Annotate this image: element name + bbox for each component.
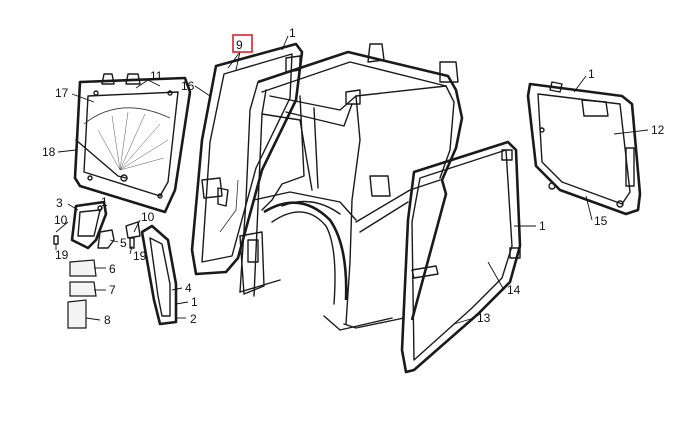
callout-14: 14 [507,283,521,297]
side-rear-window-part[interactable] [526,81,642,216]
callout-17: 17 [55,86,69,100]
callout-3: 3 [56,196,63,210]
callout-10-left: 10 [54,213,68,227]
callout-5: 5 [120,236,127,250]
callout-19-left: 19 [55,248,69,262]
callout-1-right-door: 1 [539,219,546,233]
right-door-part[interactable] [400,140,522,374]
lower-side-panel-part[interactable] [140,224,178,326]
callout-1-quarter: 1 [101,195,108,209]
callout-10-mid: 10 [141,210,155,224]
callout-1-side-window: 1 [588,67,595,81]
small-parts[interactable] [53,221,141,329]
callout-2: 2 [190,312,197,326]
cab-frame [201,43,464,331]
callout-6: 6 [109,262,116,276]
callout-1-panel: 1 [191,295,198,309]
callout-9-highlighted[interactable]: 9 [236,38,243,52]
callout-13: 13 [477,311,491,325]
callout-8: 8 [104,313,111,327]
callout-16: 16 [181,79,195,93]
callout-9-highlight-box [232,34,253,53]
callout-12: 12 [651,123,665,137]
callout-labels: 1 9 16 17 11 18 3 1 10 5 19 10 19 6 7 8 … [42,26,665,327]
quarter-glass-part[interactable] [70,200,108,250]
callout-15: 15 [594,214,608,228]
callout-4: 4 [185,281,192,295]
callout-18: 18 [42,145,56,159]
rear-window-part[interactable] [73,73,192,214]
callout-7: 7 [109,283,116,297]
leader-lines [55,35,649,325]
left-door-part[interactable] [190,42,304,276]
callout-1-door-top: 1 [289,26,296,40]
callout-11: 11 [150,69,163,83]
callout-19-mid: 19 [133,249,147,263]
